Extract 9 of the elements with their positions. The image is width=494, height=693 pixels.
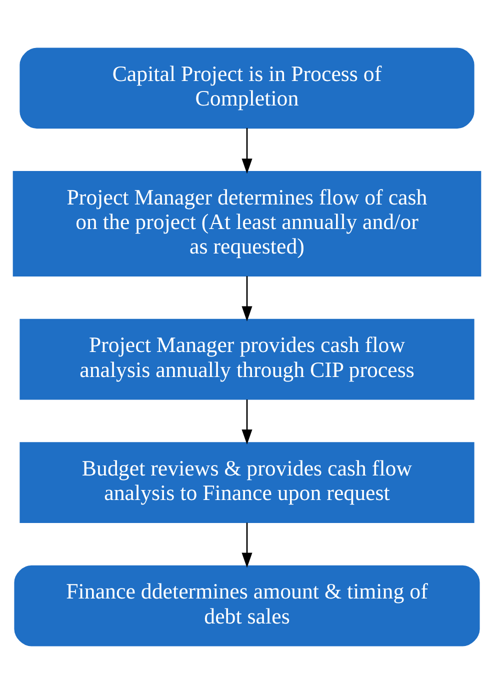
node-box: Capital Project is in Process of Completion [20,47,474,128]
node-box: Finance ddetermines amount & timing of debt sales [14,564,480,646]
arrow [242,522,252,568]
arrow [242,127,252,174]
node-box: Project Manager determines flow of cash on the project (At least annually and/or as requested) [12,170,482,276]
node-box: Project Manager provides cash flow analysis annually through CIP process [20,318,474,400]
arrow [242,276,252,321]
arrow [242,399,252,444]
node-box: Budget reviews & provides cash flow analysis to Finance upon request [20,442,474,522]
